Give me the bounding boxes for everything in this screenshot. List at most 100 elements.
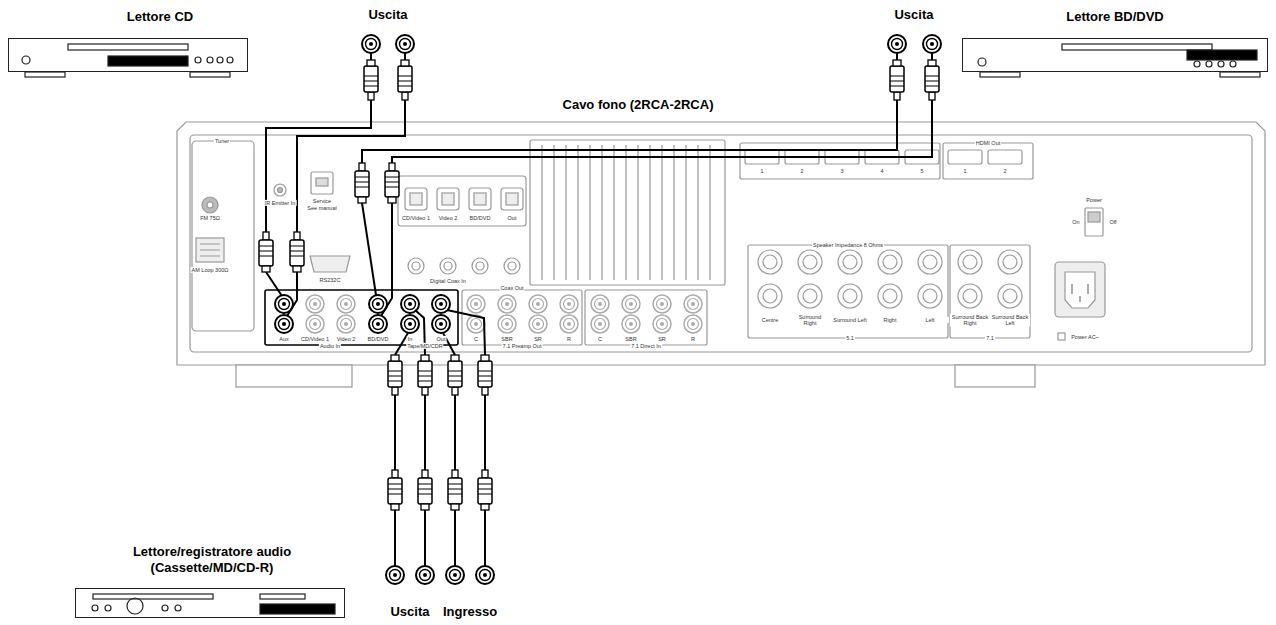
panel-label: Right bbox=[871, 317, 909, 323]
receiver-panel bbox=[955, 365, 1035, 387]
panel-label: C bbox=[473, 336, 479, 342]
phono-cable bbox=[287, 272, 297, 316]
rca-plug bbox=[448, 470, 462, 510]
receiver-panel bbox=[196, 238, 224, 262]
device-jack bbox=[476, 566, 494, 584]
receiver-panel bbox=[476, 262, 484, 270]
audio-input-jacks bbox=[467, 295, 485, 313]
rca-plug bbox=[925, 60, 939, 100]
audio-input-jacks bbox=[622, 315, 640, 333]
panel-label: Power bbox=[1085, 197, 1103, 203]
receiver-panel bbox=[236, 365, 352, 387]
device-detail bbox=[1206, 61, 1212, 67]
speaker-terminal bbox=[878, 250, 902, 274]
speaker-terminal bbox=[798, 284, 822, 308]
panel-label: 5.1 bbox=[845, 335, 855, 341]
receiver-panel bbox=[316, 178, 328, 186]
panel-label: 7.1 Preamp Out bbox=[502, 343, 543, 349]
speaker-terminal bbox=[803, 255, 817, 269]
receiver-panel bbox=[748, 245, 948, 338]
receiver-panel bbox=[200, 244, 220, 256]
receiver-panel bbox=[412, 262, 420, 270]
speaker-terminal bbox=[758, 250, 1022, 308]
panel-label: SBR bbox=[624, 336, 637, 342]
panel-label: RS232C bbox=[319, 277, 342, 283]
speaker-terminal bbox=[878, 284, 902, 308]
speaker-terminal bbox=[763, 289, 777, 303]
panel-label: Surround Left bbox=[831, 317, 869, 323]
device-detail bbox=[1218, 61, 1224, 67]
speaker-terminal bbox=[918, 284, 942, 308]
receiver-panel bbox=[444, 262, 452, 270]
receiver-panel bbox=[472, 258, 488, 274]
audio-input-jacks bbox=[432, 315, 450, 333]
device-detail bbox=[162, 605, 168, 611]
audio-input-jacks bbox=[337, 315, 355, 333]
device-detail bbox=[1062, 44, 1212, 50]
receiver-panel bbox=[469, 188, 491, 210]
receiver-panel bbox=[508, 262, 516, 270]
device-jack bbox=[396, 35, 414, 53]
audio-input-jacks bbox=[622, 295, 640, 313]
phono-cable bbox=[395, 510, 485, 566]
receiver-panel bbox=[740, 143, 940, 179]
receiver-panel bbox=[585, 290, 707, 345]
panel-label: FM 75Ω bbox=[199, 215, 221, 221]
speaker-terminal bbox=[803, 289, 817, 303]
device-detail bbox=[195, 57, 201, 63]
panel-label: HDMI Out bbox=[975, 140, 1001, 146]
panel-label: Speaker Impedance 8 Ohms bbox=[812, 242, 884, 248]
panel-label: R bbox=[566, 336, 572, 342]
device-jack bbox=[888, 35, 906, 53]
panel-label: Surround Right bbox=[791, 314, 829, 327]
speaker-terminal bbox=[998, 284, 1022, 308]
rca-plug bbox=[388, 470, 402, 510]
receiver-panel bbox=[530, 140, 725, 285]
device-detail bbox=[217, 57, 223, 63]
receiver-panel bbox=[207, 202, 213, 208]
device-detail bbox=[1194, 61, 1200, 67]
audio-input-jacks bbox=[265, 290, 458, 345]
speaker-terminal bbox=[998, 250, 1022, 274]
receiver-panel bbox=[440, 258, 456, 274]
receiver-panel bbox=[311, 172, 333, 194]
panel-label: 1 bbox=[962, 168, 967, 174]
connector-label: Cavo fono (2RCA-2RCA) bbox=[563, 97, 714, 112]
device-detail bbox=[980, 72, 1020, 77]
panel-label: CD/Video 1 bbox=[300, 336, 330, 342]
device-box: Lettore/registratore audio (Cassette/MD/… bbox=[75, 588, 345, 618]
receiver-panel bbox=[542, 145, 710, 280]
receiver-panel bbox=[437, 188, 459, 210]
speaker-terminal bbox=[798, 250, 822, 274]
speaker-terminal bbox=[838, 250, 862, 274]
panel-label: See manual bbox=[306, 205, 337, 211]
device-detail bbox=[1230, 61, 1236, 67]
audio-input-jacks bbox=[529, 295, 547, 313]
phono-cable bbox=[371, 53, 932, 60]
panel-label: IR Emitter In bbox=[264, 200, 297, 206]
device-detail bbox=[190, 72, 230, 77]
audio-input-jacks bbox=[529, 315, 547, 333]
device-detail bbox=[22, 44, 1260, 614]
connector-label: Ingresso bbox=[443, 604, 497, 619]
panel-label: 4 bbox=[879, 168, 884, 174]
device-name: Lettore CD bbox=[60, 9, 260, 25]
panel-label: On bbox=[1071, 219, 1080, 225]
panel-label: BD/DVD bbox=[367, 336, 390, 342]
panel-label: Tuner bbox=[214, 138, 230, 144]
speaker-terminal bbox=[923, 255, 937, 269]
panel-label: Video 2 bbox=[336, 336, 357, 342]
audio-input-jacks bbox=[369, 315, 387, 333]
panel-label: R bbox=[690, 336, 696, 342]
device-detail bbox=[260, 594, 305, 599]
panel-label: Digital Coax In bbox=[429, 278, 467, 284]
device-detail bbox=[105, 605, 111, 611]
receiver-panel bbox=[1085, 208, 1103, 236]
device-detail bbox=[92, 605, 98, 611]
device-detail bbox=[227, 57, 233, 63]
panel-label: 1 bbox=[759, 168, 764, 174]
receiver-panel bbox=[1065, 272, 1095, 308]
receiver-panel bbox=[190, 135, 1252, 352]
speaker-terminal bbox=[758, 284, 782, 308]
